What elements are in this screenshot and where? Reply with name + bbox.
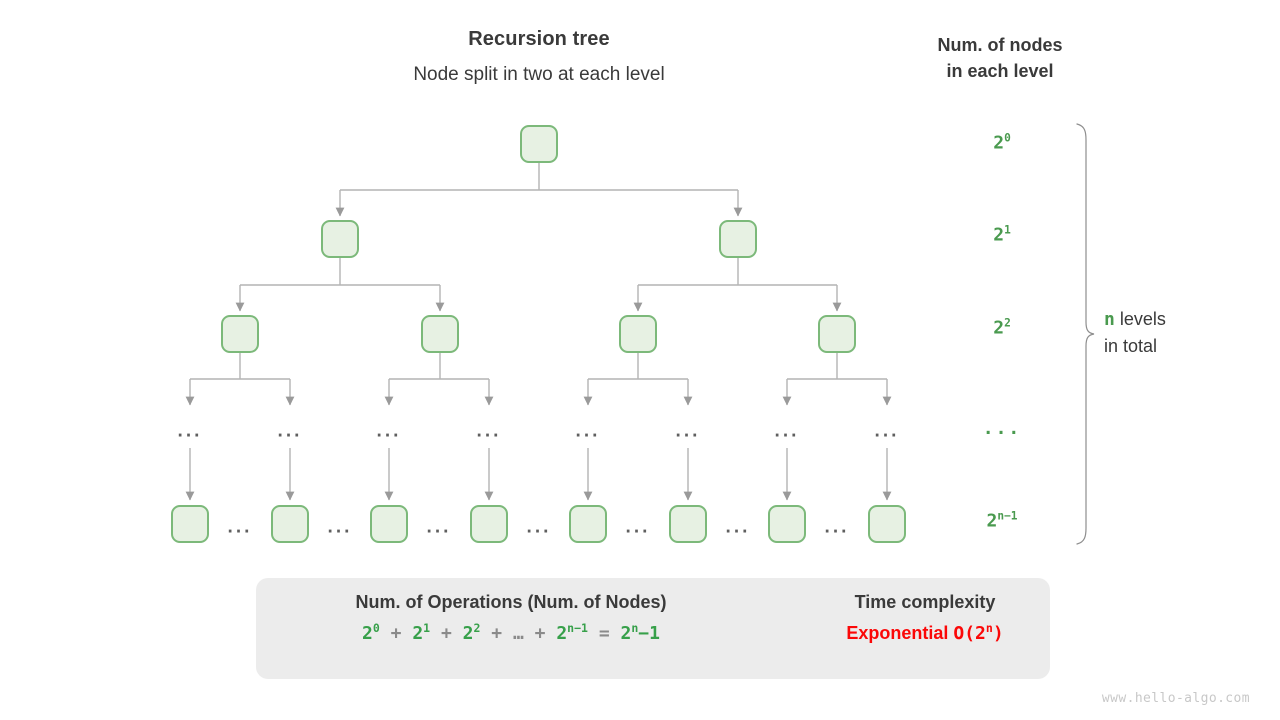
complexity-big-o: O(2n)	[953, 621, 1004, 644]
tree-node	[221, 315, 259, 353]
level-count-exp-2: 2	[1004, 316, 1011, 330]
formula-op-2: +	[440, 623, 452, 644]
bottom-gap-ellipsis: ···	[426, 521, 452, 543]
level-count-base-last: 2	[986, 510, 998, 532]
level-count-label-0: 20	[942, 131, 1062, 154]
levels-total-label: n levels in total	[1104, 306, 1264, 360]
bottom-gap-ellipsis: ···	[725, 521, 751, 543]
level-ellipsis: ···	[476, 425, 502, 447]
level-count-label-1: 21	[942, 223, 1062, 246]
complexity-big-o-open: O(2	[953, 623, 986, 644]
formula-equals: =	[598, 623, 610, 644]
levels-total-line1: n levels	[1104, 306, 1264, 333]
nodes-column-heading: Num. of nodes in each level	[880, 32, 1120, 84]
formula-term-last: 2n−1	[556, 621, 588, 644]
formula-term-last-base: 2	[556, 623, 568, 644]
level-count-base-2: 2	[993, 317, 1005, 339]
level-count-exp-last: n−1	[997, 509, 1018, 523]
tree-node	[569, 505, 607, 543]
formula-term-3-exp: 2	[473, 621, 481, 635]
complexity-block: Time complexity Exponential O(2n)	[812, 592, 1038, 644]
formula-term-3: 22	[462, 621, 481, 644]
level-count-label-2: 22	[942, 316, 1062, 339]
formula-result: 2n−1	[620, 621, 660, 644]
formula-term-2-base: 2	[412, 623, 424, 644]
bottom-gap-ellipsis: ···	[227, 521, 253, 543]
formula-op-1: +	[390, 623, 402, 644]
complexity-big-o-close: )	[992, 623, 1004, 644]
formula-result-exp: n	[631, 621, 639, 635]
time-complexity-heading: Time complexity	[854, 592, 996, 612]
level-ellipsis: ···	[774, 425, 800, 447]
bottom-gap-ellipsis: ···	[625, 521, 651, 543]
formula-op-4: +	[534, 623, 546, 644]
complexity-big-o-exp: n	[985, 621, 993, 635]
level-count-exp-0: 0	[1004, 131, 1011, 145]
tree-node	[818, 315, 856, 353]
level-ellipsis: ···	[277, 425, 303, 447]
tree-node	[868, 505, 906, 543]
level-ellipsis: ···	[675, 425, 701, 447]
tree-node	[370, 505, 408, 543]
formula-term-1: 20	[362, 621, 380, 644]
time-complexity-value: Exponential O(2n)	[812, 621, 1038, 644]
formula-term-1-exp: 0	[372, 621, 380, 635]
bottom-gap-ellipsis: ···	[327, 521, 353, 543]
level-ellipsis: ···	[376, 425, 402, 447]
watermark: www.hello-algo.com	[1101, 691, 1250, 706]
nodes-column-heading-line1: Num. of nodes	[937, 35, 1063, 55]
formula-term-3-base: 2	[462, 623, 474, 644]
level-count-base-0: 2	[993, 132, 1005, 154]
tree-node	[171, 505, 209, 543]
formula-result-tail: −1	[638, 623, 660, 644]
tree-node	[271, 505, 309, 543]
bottom-gap-ellipsis: ···	[526, 521, 552, 543]
tree-node	[421, 315, 459, 353]
tree-node	[470, 505, 508, 543]
implies-arrow-slot	[746, 616, 804, 646]
level-ellipsis: ···	[874, 425, 900, 447]
level-count-exp-1: 1	[1004, 223, 1011, 237]
levels-brace	[1076, 123, 1095, 545]
bottom-gap-ellipsis: ···	[824, 521, 850, 543]
nodes-column-heading-line2: in each level	[946, 61, 1054, 81]
formula-op-3: +	[491, 623, 503, 644]
tree-node	[768, 505, 806, 543]
levels-variable: n	[1104, 309, 1115, 330]
level-count-label-last: 2n−1	[942, 509, 1062, 532]
operations-heading: Num. of Operations (Num. of Nodes)	[355, 592, 667, 612]
page-subtitle: Node split in two at each level	[413, 64, 665, 85]
complexity-word: Exponential	[846, 623, 949, 643]
level-count-ellipsis: ···	[982, 422, 1022, 444]
formula-dots: …	[512, 623, 524, 644]
tree-node	[619, 315, 657, 353]
operations-formula: 20 + 21 + 22 + … + 2n−1 = 2n−1	[276, 621, 746, 644]
tree-node	[321, 220, 359, 258]
level-ellipsis: ···	[575, 425, 601, 447]
formula-term-2-exp: 1	[423, 621, 431, 635]
tree-node	[669, 505, 707, 543]
level-ellipsis: ···	[177, 425, 203, 447]
tree-node	[520, 125, 558, 163]
page-title: Recursion tree	[468, 28, 610, 50]
level-count-base-1: 2	[993, 224, 1005, 246]
formula-result-base: 2	[620, 623, 632, 644]
operations-block: Num. of Operations (Num. of Nodes) 20 + …	[276, 592, 746, 644]
levels-word: levels	[1119, 309, 1166, 329]
formula-term-2: 21	[412, 621, 431, 644]
tree-node	[719, 220, 757, 258]
levels-total-line2: in total	[1104, 336, 1158, 356]
summary-panel: Num. of Operations (Num. of Nodes) 20 + …	[256, 578, 1050, 679]
formula-term-last-exp: n−1	[567, 621, 588, 635]
formula-term-1-base: 2	[362, 623, 373, 644]
